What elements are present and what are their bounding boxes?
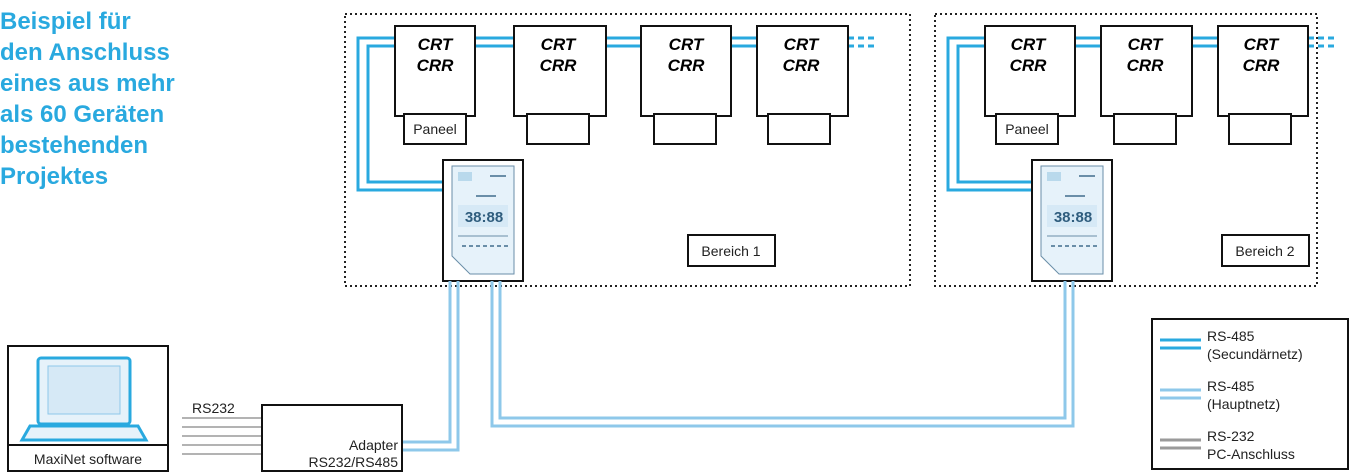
unit-label-bottom: CRR bbox=[1127, 56, 1165, 75]
unit-label-top: CRT bbox=[418, 35, 454, 54]
legend-sublabel: (Hauptnetz) bbox=[1207, 396, 1280, 412]
unit-label-top: CRT bbox=[1128, 35, 1164, 54]
laptop-icon bbox=[19, 356, 149, 442]
zone-1-unit-1: CRT CRR Paneel bbox=[394, 25, 476, 145]
legend-label: RS-485 bbox=[1207, 328, 1255, 344]
zone-2-unit-1: CRT CRR Paneel bbox=[984, 25, 1076, 145]
zone-1-border bbox=[344, 13, 911, 287]
zone-name: Bereich 2 bbox=[1235, 243, 1294, 259]
main-network-wiring bbox=[402, 281, 1075, 452]
unit-label-top: CRT bbox=[669, 35, 705, 54]
legend-sublabel: (Secundärnetz) bbox=[1207, 346, 1303, 362]
diagram-heading: Beispiel für den Anschluss eines aus meh… bbox=[0, 6, 300, 192]
pc-label: MaxiNet software bbox=[34, 451, 142, 467]
unit-label-top: CRT bbox=[784, 35, 820, 54]
zone-1-label-box: Bereich 1 bbox=[687, 234, 776, 267]
unit-label-bottom: CRR bbox=[540, 56, 578, 75]
legend-item-pc: RS-232 PC-Anschluss bbox=[1160, 428, 1295, 462]
zone-1-controller: 38:88 bbox=[442, 159, 524, 282]
legend: RS-485 (Secundärnetz) RS-485 (Hauptnetz)… bbox=[1151, 318, 1349, 470]
zone-1-unit-4: CRT CRR bbox=[756, 25, 849, 145]
zone-1: CRT CRR Paneel CRT CRR CRT CRR CRT CRR bbox=[344, 13, 911, 287]
unit-label-top: CRT bbox=[1244, 35, 1280, 54]
zone-2-unit-2: CRT CRR bbox=[1100, 25, 1193, 145]
unit-label-bottom: CRR bbox=[668, 56, 706, 75]
rs232-link-label: RS232 bbox=[192, 400, 235, 416]
unit-label-bottom: CRR bbox=[1243, 56, 1281, 75]
adapter-label: Adapter bbox=[349, 437, 398, 453]
heading-line: als 60 Geräten bbox=[0, 101, 165, 128]
controller-display: 38:88 bbox=[465, 209, 503, 226]
legend-item-secondary: RS-485 (Secundärnetz) bbox=[1160, 328, 1303, 362]
heading-line: Beispiel für bbox=[0, 8, 131, 35]
heading-line: bestehenden bbox=[0, 132, 149, 159]
zone-1-unit-3: CRT CRR bbox=[640, 25, 732, 145]
zone-2-controller: 38:88 bbox=[1031, 159, 1113, 282]
panel-label: Paneel bbox=[413, 121, 457, 137]
controller-display: 38:88 bbox=[1054, 209, 1092, 226]
zone-2-unit-3: CRT CRR bbox=[1217, 25, 1309, 145]
panel-label: Paneel bbox=[1005, 121, 1049, 137]
unit-label-bottom: CRR bbox=[783, 56, 821, 75]
legend-label: RS-232 bbox=[1207, 428, 1255, 444]
heading-line: eines aus mehr bbox=[0, 70, 175, 97]
zone-name: Bereich 1 bbox=[701, 243, 760, 259]
zone-1-unit-2: CRT CRR bbox=[513, 25, 607, 145]
zone-2-border bbox=[934, 13, 1318, 287]
maxinet-pc: MaxiNet software bbox=[7, 345, 169, 472]
adapter-box: Adapter RS232/RS485 bbox=[261, 404, 403, 472]
unit-label-bottom: CRR bbox=[1010, 56, 1048, 75]
heading-line: den Anschluss bbox=[0, 39, 170, 66]
unit-label-top: CRT bbox=[1011, 35, 1047, 54]
legend-label: RS-485 bbox=[1207, 378, 1255, 394]
zone-2-secondary-wiring bbox=[946, 36, 1336, 192]
adapter-type-label: RS232/RS485 bbox=[308, 454, 398, 470]
zone-2: CRT CRR Paneel CRT CRR CRT CRR bbox=[934, 13, 1336, 287]
unit-label-top: CRT bbox=[541, 35, 577, 54]
zone-1-secondary-wiring bbox=[356, 36, 875, 192]
heading-line: Projektes bbox=[0, 163, 109, 190]
unit-label-bottom: CRR bbox=[417, 56, 455, 75]
zone-2-label-box: Bereich 2 bbox=[1221, 234, 1310, 267]
legend-sublabel: PC-Anschluss bbox=[1207, 446, 1295, 462]
legend-item-main: RS-485 (Hauptnetz) bbox=[1160, 378, 1280, 412]
